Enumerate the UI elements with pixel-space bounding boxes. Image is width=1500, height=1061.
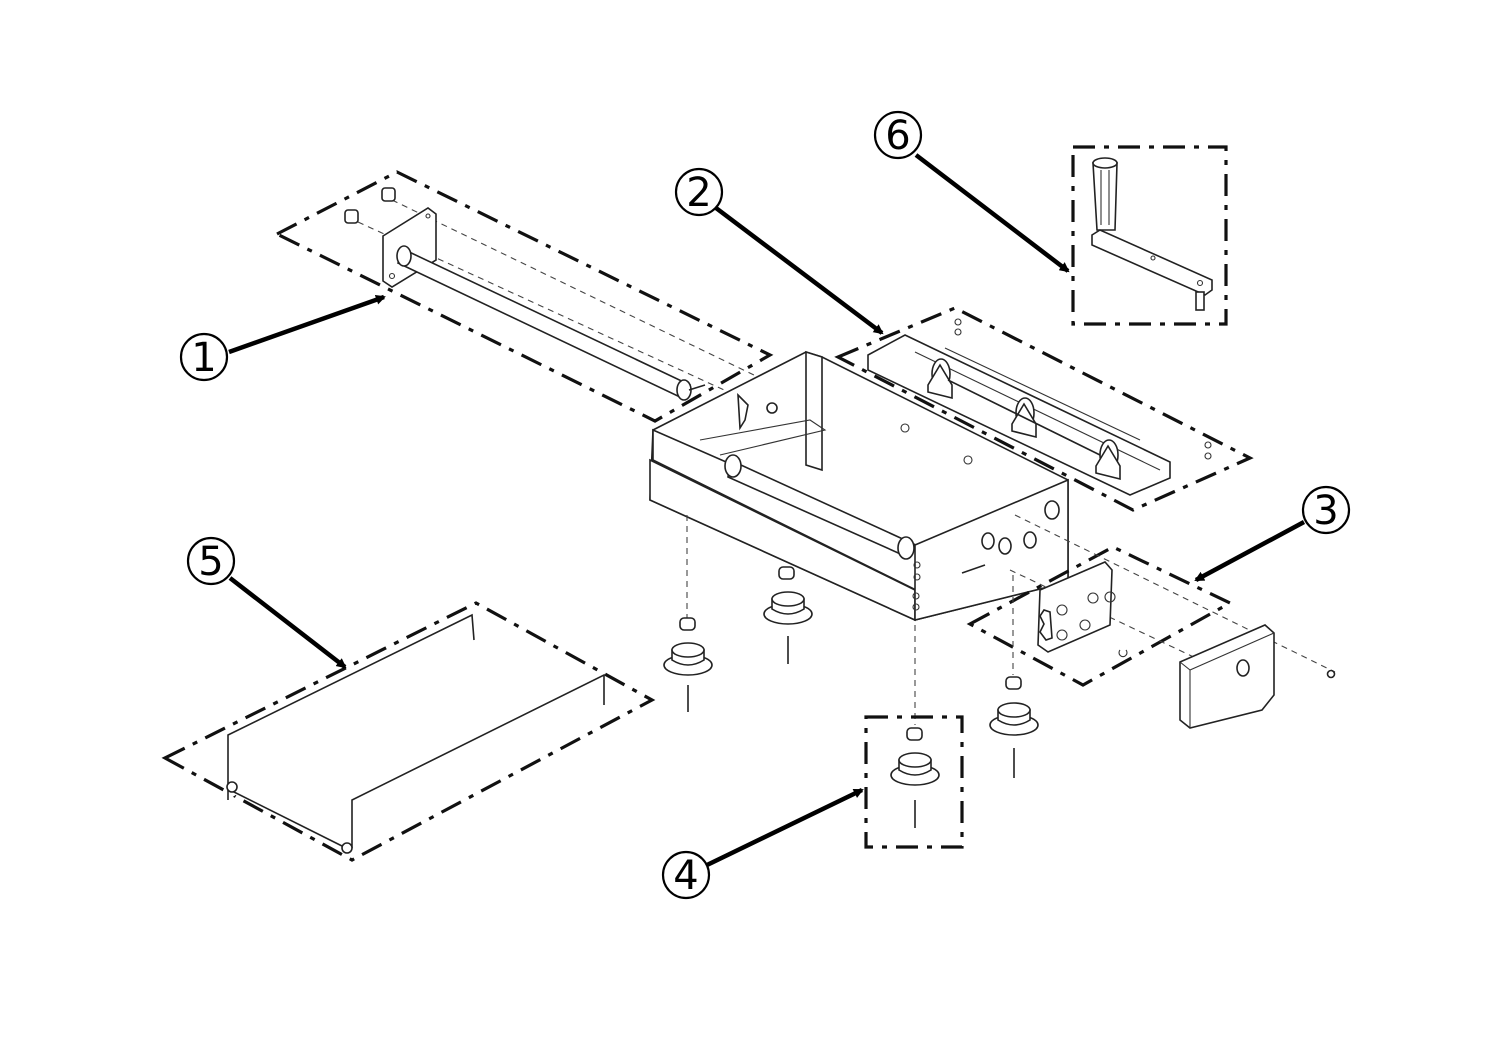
callout-label-3: 3: [1313, 488, 1338, 534]
roller-tube: [396, 248, 692, 400]
main-frame: [649, 350, 1069, 622]
gear-plate-assembly: [966, 514, 1336, 729]
callout-4: 4: [661, 850, 711, 900]
crank-arm: [1091, 229, 1213, 296]
group-boundary-5: [161, 601, 656, 862]
callout-label-6: 6: [885, 113, 910, 159]
callout-arrow-6: [914, 153, 1070, 273]
gear-icon: [1039, 609, 1053, 641]
callout-arrow-5: [228, 576, 347, 669]
group-boundary-6: [1071, 145, 1228, 326]
callout-arrow-1: [228, 294, 386, 355]
foot-assembly: [864, 625, 964, 849]
callout-label-4: 4: [673, 853, 698, 899]
gear-cover: [1179, 624, 1275, 729]
callout-6: 6: [873, 110, 923, 160]
callout-3: 3: [1301, 485, 1351, 535]
callout-arrow-3: [1194, 520, 1306, 582]
foot: [663, 515, 713, 712]
callout-label-5: 5: [198, 539, 223, 585]
foot: [989, 575, 1039, 778]
side-plate-holes: [981, 500, 1060, 555]
roller-assembly: [273, 170, 774, 423]
foot: [763, 566, 813, 664]
frame-back-wall: [805, 350, 823, 472]
wire-tray-frame: [161, 601, 656, 862]
callout-label-1: 1: [191, 335, 216, 381]
callout-1: 1: [179, 332, 229, 382]
callout-arrow-2: [714, 206, 884, 335]
knurled-nut: [344, 187, 396, 224]
callout-2: 2: [674, 167, 724, 217]
crank-handle: [1092, 162, 1118, 231]
callout-label-2: 2: [686, 170, 711, 216]
group-boundary-1: [273, 170, 774, 423]
group-boundary-3: [966, 545, 1234, 687]
idler-roller: [927, 358, 1121, 481]
callout-arrow-4: [706, 787, 864, 868]
callout-5: 5: [186, 536, 236, 586]
group-boundary-2: [834, 306, 1254, 512]
idler-bracket-assembly: [834, 306, 1254, 512]
group-boundary-4: [864, 715, 964, 849]
hand-crank: [1071, 145, 1228, 326]
